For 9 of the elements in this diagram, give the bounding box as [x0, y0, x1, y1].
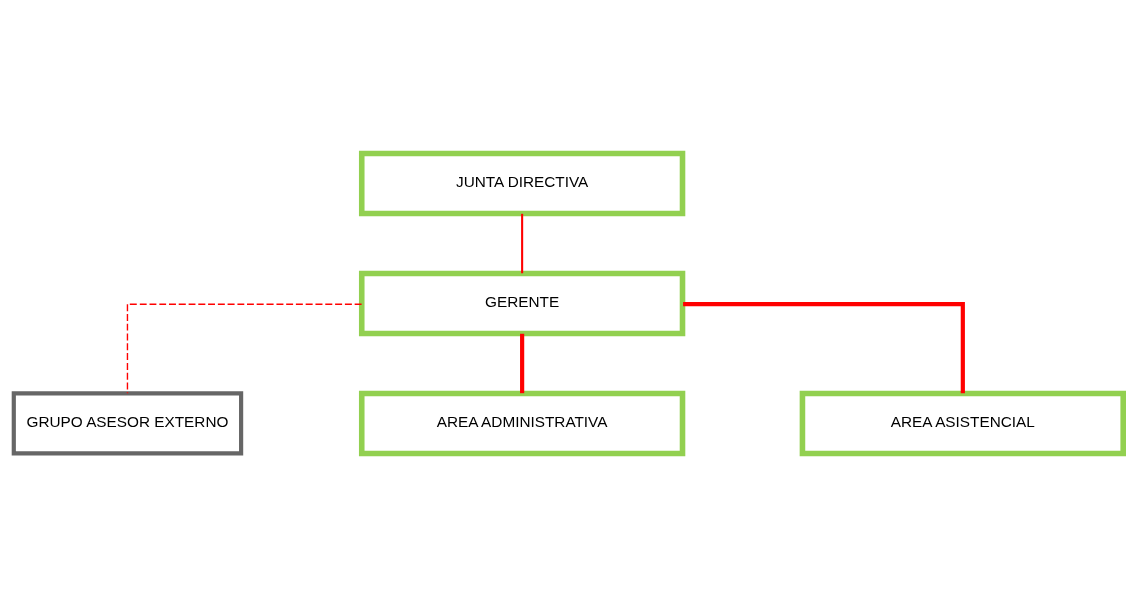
node-box: AREA ADMINISTRATIVA	[358, 390, 686, 456]
node-box: AREA ASISTENCIAL	[799, 390, 1126, 456]
connector	[683, 301, 965, 393]
node-box: JUNTA DIRECTIVA	[358, 150, 686, 216]
connector	[521, 213, 524, 273]
node-box: GERENTE	[358, 270, 686, 336]
connector	[126, 303, 363, 394]
node-box: GRUPO ASESOR EXTERNO	[11, 390, 244, 455]
connector	[520, 333, 525, 393]
